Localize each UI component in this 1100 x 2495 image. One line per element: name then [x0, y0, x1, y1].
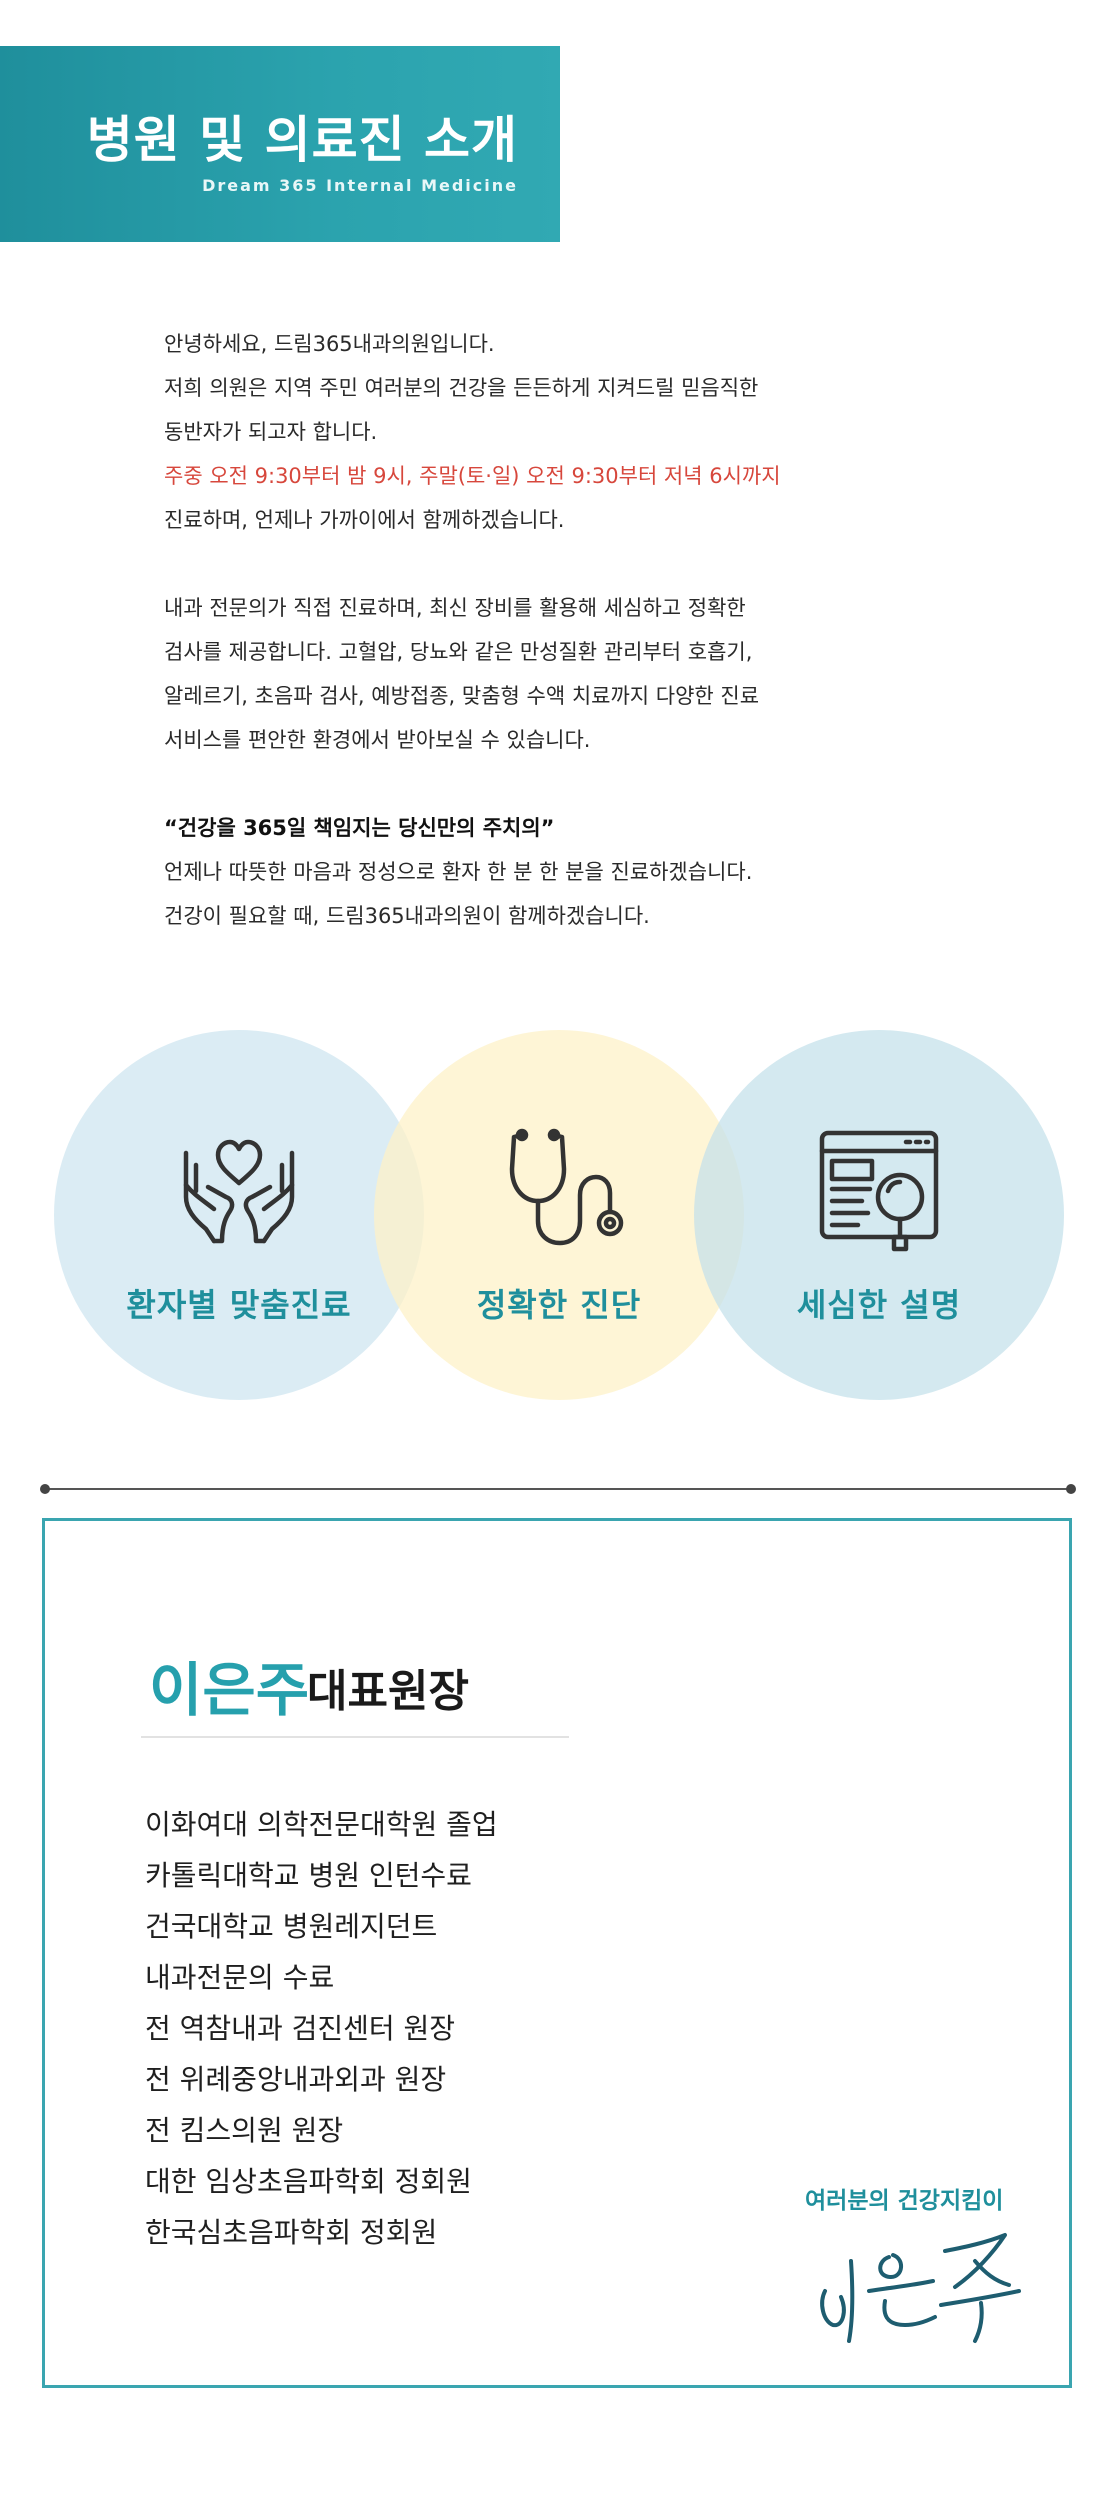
doctor-card: 이은주 대표원장 이화여대 의학전문대학원 졸업 카톨릭대학교 병원 인턴수료 … [42, 1518, 1072, 2388]
feature-label: 세심한 설명 [796, 1286, 962, 1324]
section-divider [40, 1484, 1076, 1494]
feature-circles: 환자별 맞춤진료 정확한 진단 세심한 설명 [0, 1030, 1100, 1410]
intro-line: 알레르기, 초음파 검사, 예방접종, 맞춤형 수액 치료까지 다양한 진료 [164, 684, 760, 708]
career-list: 이화여대 의학전문대학원 졸업 카톨릭대학교 병원 인턴수료 건국대학교 병원레… [145, 1799, 498, 2258]
doctor-role: 대표원장 [307, 1666, 469, 1717]
career-item: 이화여대 의학전문대학원 졸업 [145, 1808, 498, 1841]
intro-line: 안녕하세요, 드림365내과의원입니다. [164, 332, 495, 356]
feature-circle-custom-care: 환자별 맞춤진료 [54, 1030, 424, 1400]
doctor-name: 이은주 [149, 1656, 310, 1724]
intro-quote: “건강을 365일 책임지는 당신만의 주치의” [164, 816, 555, 840]
hours-line: 주중 오전 9:30부터 밤 9시, 주말(토·일) 오전 9:30부터 저녁 … [164, 464, 781, 488]
header-banner: 병원 및 의료진 소개 Dream 365 Internal Medicine [0, 46, 560, 242]
signature-caption: 여러분의 건강지킴이 [805, 2188, 1004, 2214]
stethoscope-icon [509, 1128, 624, 1246]
intro-line: 동반자가 되고자 합니다. [164, 420, 378, 444]
career-item: 대한 임상초음파학회 정회원 [145, 2165, 472, 2198]
intro-line: 내과 전문의가 직접 진료하며, 최신 장비를 활용해 세심하고 정확한 [164, 596, 746, 620]
title-underline [141, 1736, 569, 1738]
intro-line: 언제나 따뜻한 마음과 정성으로 환자 한 분 한 분을 진료하겠습니다. [164, 860, 753, 884]
page-title: 병원 및 의료진 소개 [86, 111, 518, 169]
career-item: 카톨릭대학교 병원 인턴수료 [145, 1859, 472, 1892]
intro-section: 안녕하세요, 드림365내과의원입니다. 저희 의원은 지역 주민 여러분의 건… [164, 322, 924, 938]
career-item: 한국심초음파학회 정회원 [145, 2216, 438, 2249]
feature-label: 환자별 맞춤진료 [126, 1286, 352, 1324]
intro-line: 검사를 제공합니다. 고혈압, 당뇨와 같은 만성질환 관리부터 호흡기, [164, 640, 753, 664]
career-item: 내과전문의 수료 [145, 1961, 335, 1994]
page-subtitle: Dream 365 Internal Medicine [202, 176, 518, 195]
career-item: 전 위례중앙내과외과 원장 [145, 2063, 447, 2096]
hands-heart-icon [183, 1139, 295, 1244]
feature-label: 정확한 진단 [476, 1286, 642, 1324]
intro-line: 서비스를 편안한 환경에서 받아보실 수 있습니다. [164, 728, 591, 752]
feature-circle-diagnosis: 정확한 진단 [374, 1030, 744, 1400]
intro-line: 진료하며, 언제나 가까이에서 함께하겠습니다. [164, 508, 565, 532]
document-magnifier-icon [819, 1130, 939, 1252]
intro-line: 저희 의원은 지역 주민 여러분의 건강을 든든하게 지켜드릴 믿음직한 [164, 376, 759, 400]
career-item: 건국대학교 병원레지던트 [145, 1910, 438, 1943]
career-item: 전 역참내과 검진센터 원장 [145, 2012, 456, 2045]
intro-line: 건강이 필요할 때, 드림365내과의원이 함께하겠습니다. [164, 904, 650, 928]
feature-circle-explanation: 세심한 설명 [694, 1030, 1064, 1400]
signature-image [820, 2233, 1021, 2343]
career-item: 전 킴스의원 원장 [145, 2114, 344, 2147]
